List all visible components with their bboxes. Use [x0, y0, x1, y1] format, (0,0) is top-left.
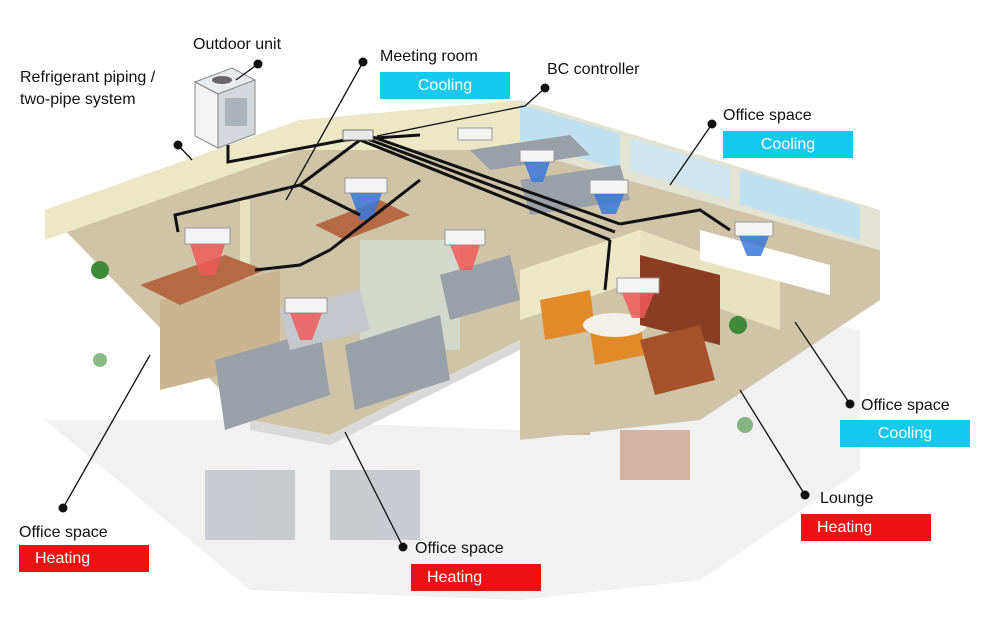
furniture — [140, 135, 830, 430]
leader-lines — [62, 61, 851, 548]
outdoor-unit-graphic — [193, 67, 257, 149]
label-refrigerant-piping-line1: Refrigerant piping / — [20, 69, 156, 86]
badge-meeting-room-cooling: Cooling — [380, 72, 510, 99]
badge-office-bottom-center-heating: Heating — [411, 564, 541, 591]
back-wall-left — [45, 120, 300, 240]
bc-controller-unit — [342, 129, 374, 141]
label-office-space-right: Office space — [861, 397, 950, 414]
label-lounge: Lounge — [820, 490, 874, 507]
plants — [91, 261, 753, 433]
label-office-space-bottom-center: Office space — [415, 540, 504, 557]
badge-lounge-heating: Heating — [801, 514, 931, 541]
indoor-units — [184, 127, 774, 340]
badge-office-right-cooling: Cooling — [840, 420, 970, 447]
label-meeting-room: Meeting room — [380, 48, 478, 65]
label-bc-controller: BC controller — [547, 61, 640, 78]
label-office-space-bottom-left: Office space — [19, 524, 108, 541]
label-refrigerant-piping-line2: two-pipe system — [20, 91, 136, 108]
label-office-space-top-right: Office space — [723, 107, 812, 124]
leader-dots — [58, 57, 855, 552]
floor-front-edge — [250, 340, 520, 445]
badge-office-bottom-left-heating: Heating — [19, 545, 149, 572]
refrigerant-piping — [173, 133, 731, 291]
badge-office-top-right-cooling: Cooling — [723, 131, 853, 158]
label-outdoor-unit: Outdoor unit — [193, 36, 282, 53]
